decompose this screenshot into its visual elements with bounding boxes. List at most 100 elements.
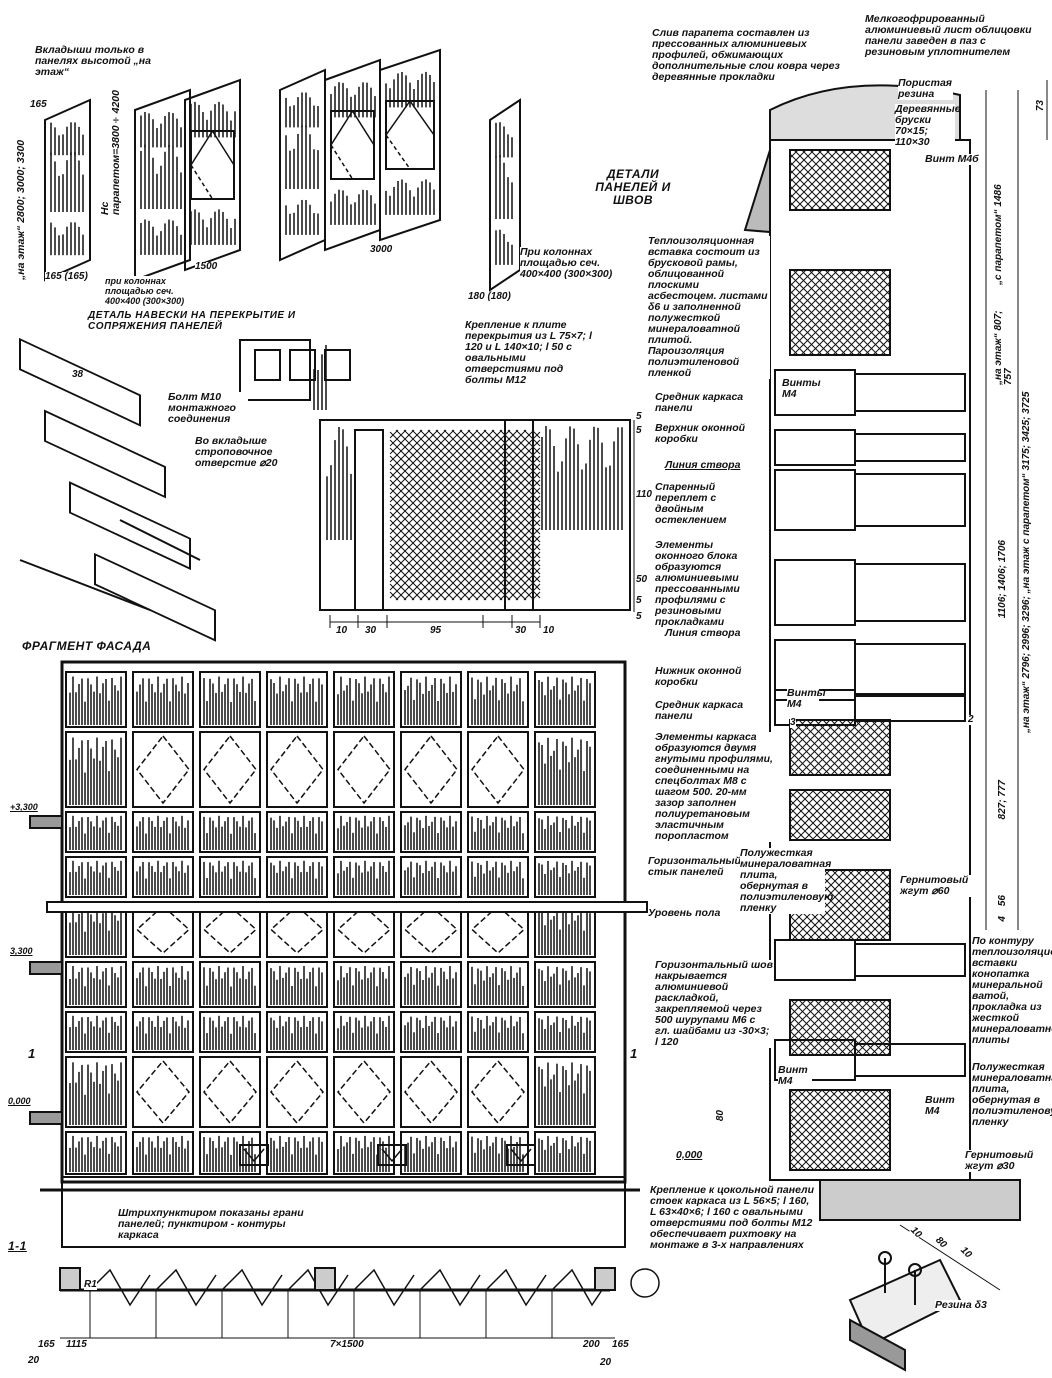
frame-mullion-top-label: Средник каркаса панели (655, 392, 765, 414)
insulation-hatch (789, 269, 871, 351)
gernit-30-label: Гернитовый жгут ⌀30 (965, 1150, 1045, 1172)
screw-m4b-label: Винт М4б (925, 153, 979, 165)
insulation-block (789, 149, 891, 211)
insulation-hatch (789, 750, 815, 776)
insulation-hatch (789, 726, 839, 776)
insulation-hatch (789, 1038, 807, 1056)
semi-rigid-plate-1-label: Полужесткая минераловатная плита, оберну… (740, 847, 834, 914)
insulation-hatch (838, 723, 891, 776)
insulation-hatch (795, 789, 847, 841)
facade-panel-cell (132, 671, 194, 728)
facade-panel-cell (65, 856, 127, 898)
insulation-hatch (507, 429, 541, 463)
window-sill-label: Нижник оконной коробки (655, 666, 760, 688)
insulation-hatch (843, 789, 891, 837)
panel-frame (379, 48, 441, 242)
insulation-hatch (789, 789, 831, 831)
insulation-hatch (845, 1125, 891, 1171)
insulation-hatch (871, 869, 891, 889)
facade-outline (60, 660, 627, 1184)
dim-180-180: 180 (180) (468, 291, 511, 302)
insulation-hatch (871, 921, 891, 941)
insulation-hatch (830, 719, 887, 776)
insulation-hatch (389, 479, 511, 601)
insulation-hatch (846, 731, 891, 776)
insulation-hatch (862, 1027, 891, 1056)
level-0-right: 0,000 (676, 1149, 703, 1161)
insulation-hatch (857, 149, 891, 183)
insulation-hatch (789, 766, 799, 776)
window-sash-diamond (403, 904, 459, 955)
insulation-hatch (389, 527, 463, 601)
insulation-hatch (389, 455, 535, 601)
columns-note-left: при колоннах площадью сеч. 400×400 (300×… (105, 276, 200, 306)
gernit-60-label: Гернитовый жгут ⌀60 (900, 875, 975, 897)
insulation-hatch (841, 161, 891, 211)
insulation-hatch (824, 269, 891, 336)
screws-m4-mid-label: Винты М4 (787, 687, 826, 710)
insulation-hatch (862, 999, 891, 1028)
insulation-hatch (389, 431, 541, 583)
insulation-hatch (838, 999, 891, 1052)
columns-note-right: При колоннах площадью сеч. 400×400 (300×… (520, 247, 630, 280)
height-floor-dim: „на этаж“ 2800; 3000; 3300 (15, 110, 27, 280)
facade-panel-cell (199, 671, 261, 728)
insulation-hatch (435, 495, 541, 601)
insulation-hatch (806, 719, 863, 776)
insulation-hatch (789, 758, 807, 776)
insulation-hatch (851, 789, 891, 829)
facade-panel-cell (266, 1131, 328, 1175)
window-profile (774, 429, 856, 466)
horizontal-seam-note: Горизонтальный шов накрывается алюминиев… (655, 959, 773, 1048)
steel-angle (44, 409, 166, 499)
facade-panel-cell (467, 671, 529, 728)
insulation-hatch (507, 567, 541, 601)
cut-mark-left: 1 (28, 1046, 36, 1061)
slab-edge-section (29, 1111, 63, 1125)
window-sash-diamond (470, 904, 526, 955)
insulation-hatch (789, 149, 815, 175)
insulation-hatch (861, 1089, 891, 1119)
insulation-hatch (389, 575, 415, 601)
insulation-hatch (822, 719, 879, 776)
insulation-hatch (443, 503, 541, 601)
facade-panel-cell (266, 671, 328, 728)
plan-dim-165-left: 165 (38, 1339, 55, 1350)
window-sash-diamond (203, 734, 257, 805)
insert-hole-note: Во вкладыше строповочное отверстие ⌀20 (195, 436, 290, 469)
rubber-pad (849, 1318, 906, 1372)
inserts-note: Вкладыши только в панелях высотой „на эт… (35, 45, 155, 78)
window-sash-diamond (202, 904, 258, 955)
insulation-block (789, 719, 891, 776)
insulation-hatch (789, 789, 815, 815)
semi-rigid-plate-2-label: Полужесткая минераловатная плита, оберну… (972, 1061, 1052, 1128)
insulation-hatch (483, 429, 541, 487)
insulation-hatch (849, 169, 891, 211)
insulation-hatch (846, 719, 891, 764)
window-sash-diamond (269, 904, 325, 955)
facade-panel-cell (534, 856, 596, 898)
window-sash-diamond (270, 1059, 324, 1125)
plan-dim-20-left: 20 (28, 1355, 40, 1366)
facade-panel-cell (400, 731, 462, 808)
facade-fragment-title: ФРАГМЕНТ ФАСАДА (22, 639, 152, 653)
insulation-hatch (869, 1089, 891, 1111)
joint-dim-bottom: 10 (543, 625, 555, 636)
dim-38: 38 (72, 369, 84, 380)
insulation-hatch (789, 169, 831, 211)
window-sash-diamond (404, 1059, 458, 1125)
insulation-hatch (831, 881, 891, 941)
plan-panel-zigzag (485, 1268, 547, 1307)
insulation-hatch (859, 789, 891, 821)
facade-panel-cell (132, 1056, 194, 1128)
joint-dim-right: 5 (636, 411, 642, 422)
window-frame (190, 130, 235, 200)
insulation-hatch (840, 269, 891, 320)
plan-dim-20-right: 20 (600, 1357, 612, 1368)
vent-grille-mark (510, 1148, 532, 1163)
insulation-hatch (389, 447, 541, 599)
insulation-hatch (838, 719, 891, 772)
insulation-hatch (808, 273, 891, 356)
joint-dim-bottom: 30 (365, 625, 377, 636)
dim-73: 73 (1035, 100, 1046, 112)
